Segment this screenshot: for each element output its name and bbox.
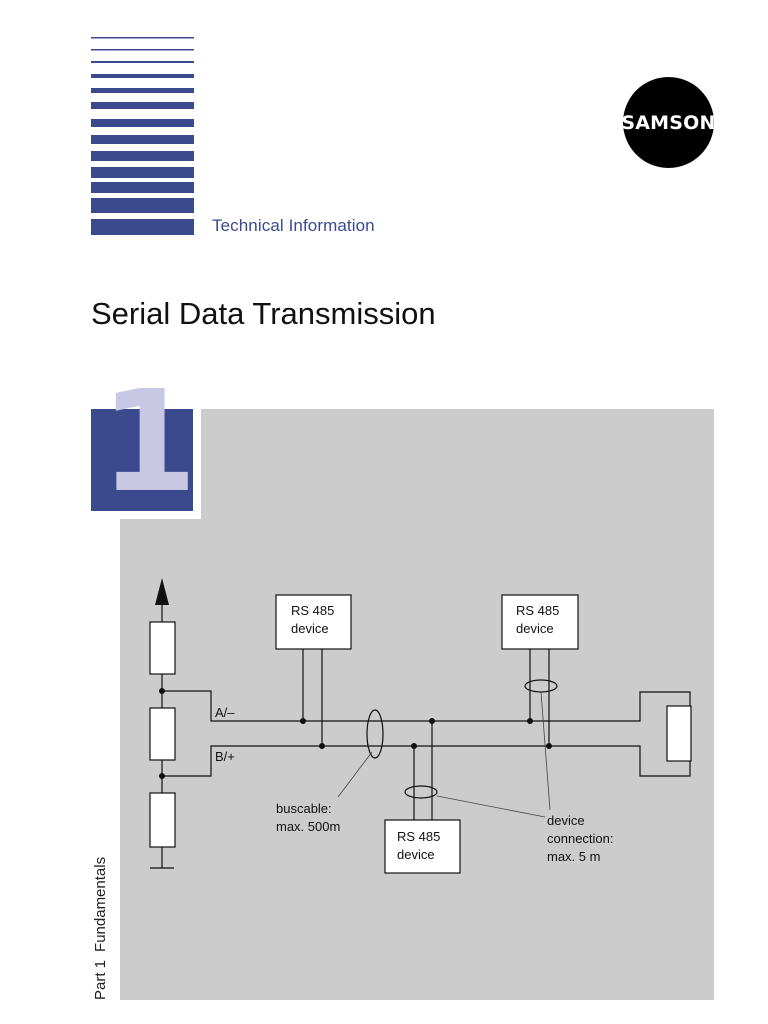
buscable-label-line1: buscable: xyxy=(276,801,332,816)
line-a-label: A/– xyxy=(215,705,235,720)
stub-ellipse-lower xyxy=(404,785,438,799)
supply-arrow xyxy=(155,578,169,605)
illustration-panel xyxy=(120,409,714,1000)
termination-resistor xyxy=(149,707,176,761)
buscable-label-line2: max. 500m xyxy=(276,819,340,834)
device-3-label-line1: RS 485 xyxy=(397,829,440,844)
end-termination-resistor xyxy=(666,705,692,762)
junction-dots xyxy=(159,688,552,779)
connection-label-line2: connection: xyxy=(547,831,614,846)
device-box-2 xyxy=(501,594,579,650)
logo-text: SAMSON xyxy=(621,111,716,134)
device-2-label-line2: device xyxy=(516,621,554,636)
part-badge-frame-bottom xyxy=(91,511,201,519)
device-1-label-line1: RS 485 xyxy=(291,603,334,618)
device-box-3 xyxy=(384,819,461,874)
device-3-label-line2: device xyxy=(397,847,435,862)
connection-label-line1: device xyxy=(547,813,585,828)
line-b-label: B/+ xyxy=(215,749,235,764)
brand-stripes xyxy=(91,37,194,235)
pull-down-resistor xyxy=(149,792,176,848)
samson-logo: SAMSON xyxy=(621,77,716,168)
pull-up-resistor xyxy=(149,621,176,675)
device-2-label-line1: RS 485 xyxy=(516,603,559,618)
device-1-label-line2: device xyxy=(291,621,329,636)
connection-label-line3: max. 5 m xyxy=(547,849,600,864)
part-badge-frame xyxy=(193,409,201,519)
section-label: Technical Information xyxy=(212,216,375,235)
buscable-ellipse xyxy=(366,709,384,759)
page-title: Serial Data Transmission xyxy=(91,296,436,331)
device-box-1 xyxy=(275,594,352,650)
part-badge xyxy=(91,409,193,511)
